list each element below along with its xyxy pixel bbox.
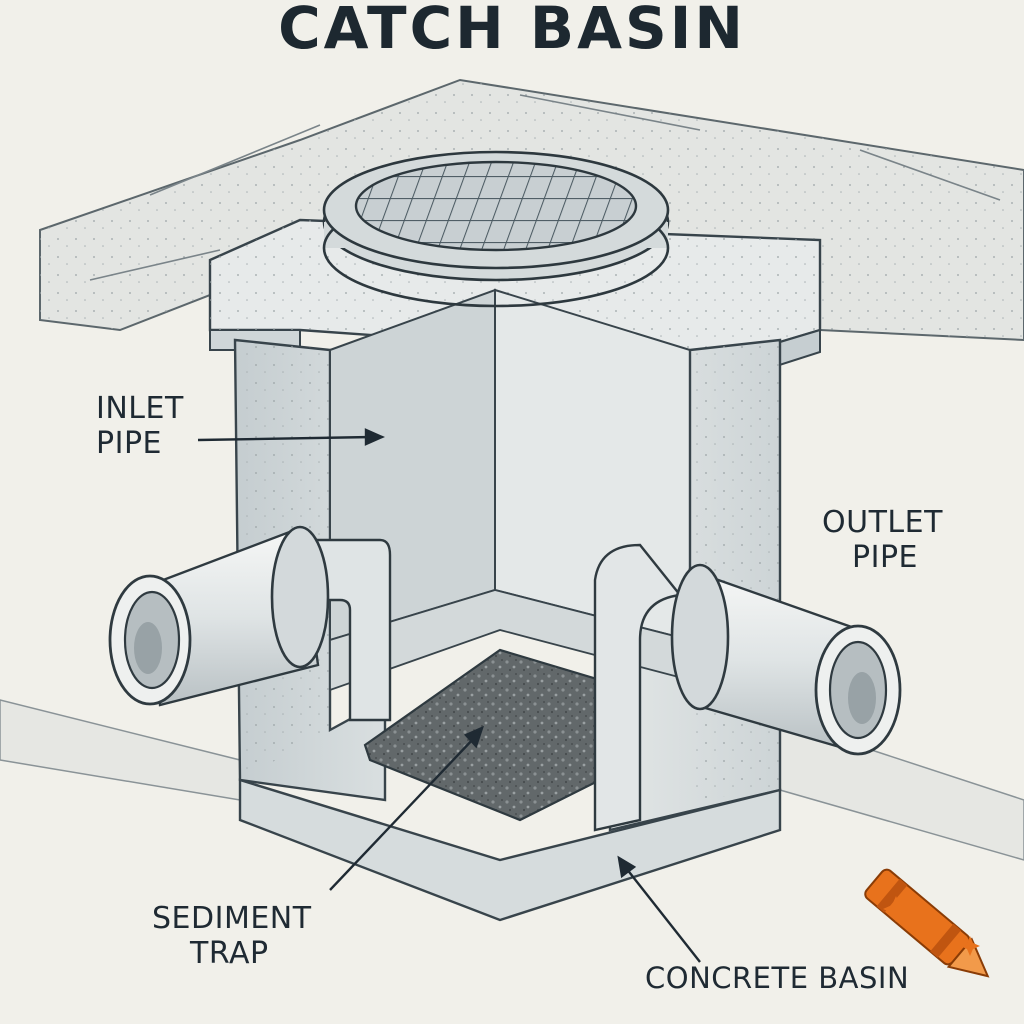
outlet-pipe-label-line-2: PIPE bbox=[852, 539, 918, 575]
annotation-arrows bbox=[197, 428, 701, 963]
inlet-pipe bbox=[108, 525, 392, 722]
inlet-pipe-label-line-2: PIPE bbox=[96, 425, 162, 461]
sediment-trap-arrow bbox=[329, 736, 476, 891]
sediment-trap-label-line-2: TRAP bbox=[190, 935, 269, 971]
manhole-grate-icon bbox=[322, 150, 670, 308]
page-title: CATCH BASIN bbox=[278, 0, 746, 62]
outlet-pipe-label: OUTLET PIPE bbox=[822, 505, 943, 575]
outlet-pipe-label-line-1: OUTLET bbox=[822, 505, 943, 540]
inlet-pipe-arrow bbox=[197, 435, 373, 442]
inlet-pipe-label-line-1: INLET bbox=[96, 391, 184, 426]
crayon-logo-icon bbox=[864, 868, 990, 978]
sediment-trap bbox=[363, 648, 602, 822]
inlet-pipe-label: INLET PIPE bbox=[96, 391, 184, 461]
outlet-pipe bbox=[593, 543, 902, 832]
concrete-basin-arrow bbox=[625, 867, 701, 963]
sparkle-icon bbox=[883, 896, 980, 956]
concrete-basin-label: CONCRETE BASIN bbox=[645, 961, 910, 995]
sediment-trap-label: SEDIMENT TRAP bbox=[152, 901, 312, 971]
sediment-trap-label-line-1: SEDIMENT bbox=[152, 901, 312, 936]
